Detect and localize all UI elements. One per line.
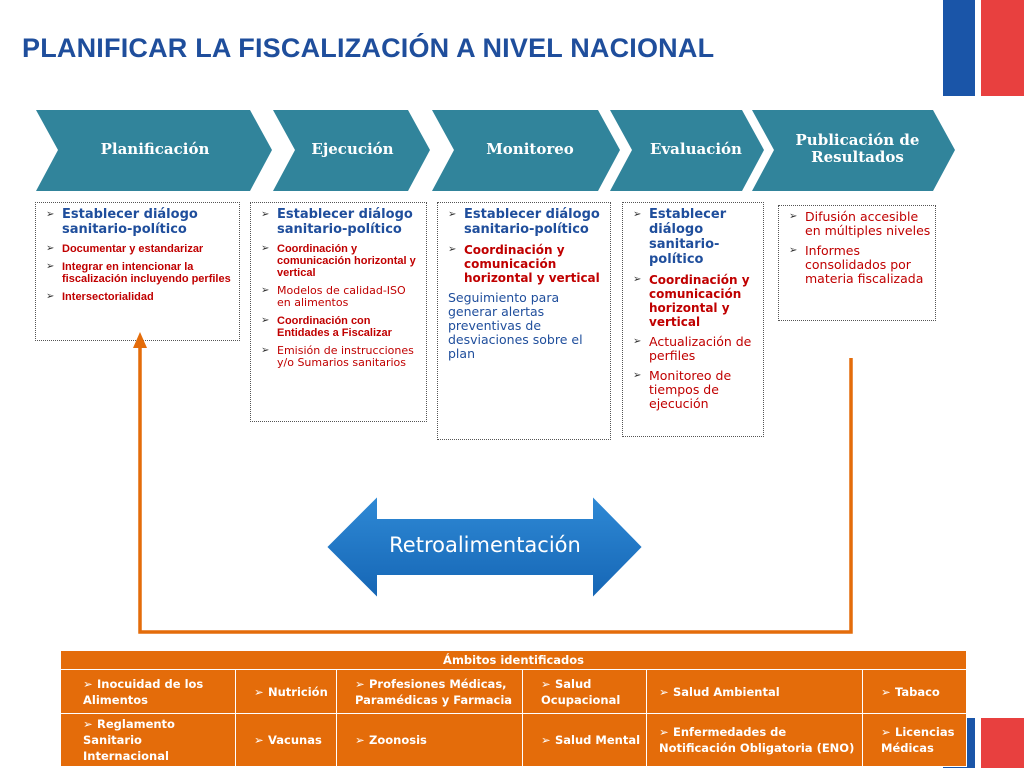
list-item: Establecer diálogo sanitario-político: [257, 207, 422, 237]
list-item: Coordinación con Entidades a Fiscalizar: [257, 315, 422, 339]
feedback-loop-line: [138, 345, 853, 634]
table-cell: ➢Salud Ocupacional: [522, 669, 647, 714]
table-row: ➢Reglamento Sanitario Internacional ➢Vac…: [60, 713, 968, 767]
list-item: Informes consolidados por materia fiscal…: [785, 244, 931, 286]
chevron-evaluacion: [610, 110, 764, 191]
chevron-monitoreo: [432, 110, 620, 191]
stage-label-publicacion: Publicación de Resultados: [795, 131, 920, 166]
table-cell: ➢Enfermedades de Notificación Obligatori…: [646, 713, 863, 767]
table-cell: ➢Inocuidad de los Alimentos: [60, 669, 236, 714]
list-item: Intersectorialidad: [42, 291, 235, 303]
list-item: Documentar y estandarizar: [42, 243, 235, 255]
table-cell: ➢Nutrición: [235, 669, 337, 714]
list-item: Coordinación y comunicación horizontal y…: [257, 243, 422, 279]
table-cell: ➢Tabaco: [861, 669, 968, 714]
table-cell: ➢Zoonosis: [336, 713, 523, 767]
stage-label-evaluacion: Evaluación: [650, 140, 742, 158]
list-item: Establecer diálogo sanitario-político: [629, 207, 759, 267]
chevron-planificacion: [36, 110, 272, 191]
flag-top-right: [943, 0, 1024, 96]
chevron-ejecucion: [273, 110, 430, 191]
table-cell: ➢Reglamento Sanitario Internacional: [60, 713, 236, 767]
list-item: Emisión de instrucciones y/o Sumarios sa…: [257, 345, 422, 369]
stage-label-ejecucion: Ejecución: [311, 140, 394, 158]
box-ejecucion: Establecer diálogo sanitario-político Co…: [250, 202, 427, 422]
ambitos-header: Ámbitos identificados: [59, 650, 968, 670]
stage-label-monitoreo: Monitoreo: [486, 140, 574, 158]
chevron-publicacion: [752, 110, 955, 191]
list-item: Monitoreo de tiempos de ejecución: [629, 369, 759, 411]
table-cell: ➢Licencias Médicas: [861, 713, 968, 767]
page-title: PLANIFICAR LA FISCALIZACIÓN A NIVEL NACI…: [22, 33, 715, 63]
list-item: Difusión accesible en múltiples niveles: [785, 210, 931, 238]
list-item: Establecer diálogo sanitario-político: [444, 207, 604, 237]
list-item: Establecer diálogo sanitario-político: [42, 207, 235, 237]
table-row: ➢Inocuidad de los Alimentos ➢Nutrición ➢…: [60, 669, 968, 714]
table-cell: ➢Profesiones Médicas, Paramédicas y Farm…: [336, 669, 523, 714]
table-cell: ➢Vacunas: [235, 713, 337, 767]
box-publicacion: Difusión accesible en múltiples niveles …: [778, 205, 936, 321]
feedback-loop-arrowhead: [133, 332, 147, 348]
stage-label-planificacion: Planificación: [100, 140, 210, 158]
table-cell: ➢Salud Mental: [522, 713, 647, 767]
process-chevrons: [36, 110, 955, 191]
list-item: Coordinación y comunicación horizontal y…: [629, 273, 759, 329]
monitoreo-note: Seguimiento para generar alertas prevent…: [448, 290, 583, 361]
list-item: Actualización de perfiles: [629, 335, 759, 363]
list-item: Modelos de calidad-ISO en alimentos: [257, 285, 422, 309]
feedback-double-arrow: [324, 492, 645, 602]
list-item: Coordinación y comunicación horizontal y…: [444, 243, 604, 285]
box-monitoreo: Establecer diálogo sanitario-político Co…: [437, 202, 611, 440]
box-evaluacion: Establecer diálogo sanitario-político Co…: [622, 202, 764, 437]
table-cell: ➢Salud Ambiental: [646, 669, 863, 714]
ambitos-table: Ámbitos identificados ➢Inocuidad de los …: [59, 650, 968, 767]
feedback-label: Retroalimentación: [389, 533, 581, 557]
list-item: Integrar en intencionar la fiscalización…: [42, 261, 235, 285]
